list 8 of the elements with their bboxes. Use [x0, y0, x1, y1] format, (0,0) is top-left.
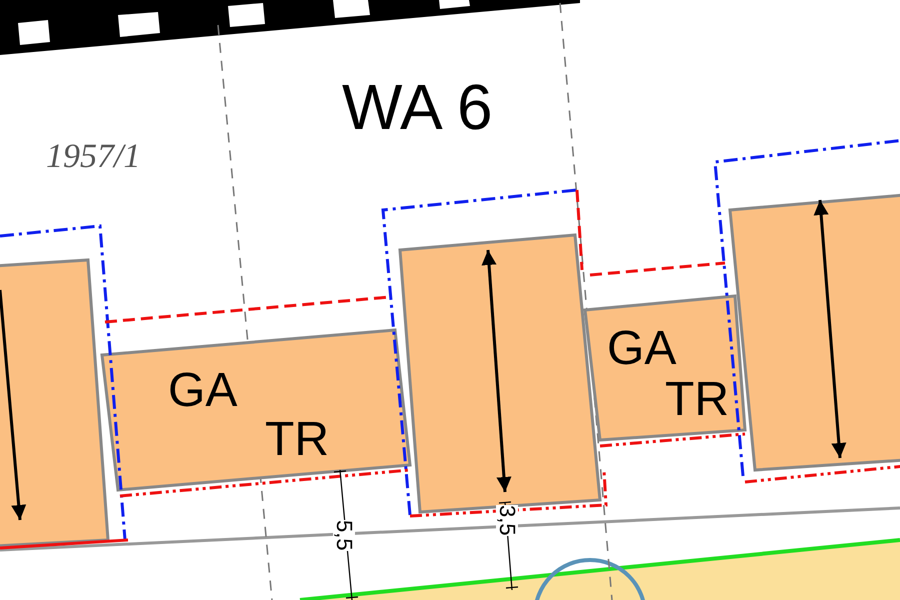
use-label: GA [607, 325, 676, 373]
use-label: GA [168, 367, 238, 415]
dimension-label: 3,5 [496, 505, 518, 536]
use-label: TR [265, 416, 329, 464]
zone-label: WA 6 [342, 75, 493, 139]
use-label: TR [665, 376, 729, 424]
dimension-label: 5,5 [333, 520, 355, 551]
parcel-number: 1957/1 [46, 140, 140, 174]
